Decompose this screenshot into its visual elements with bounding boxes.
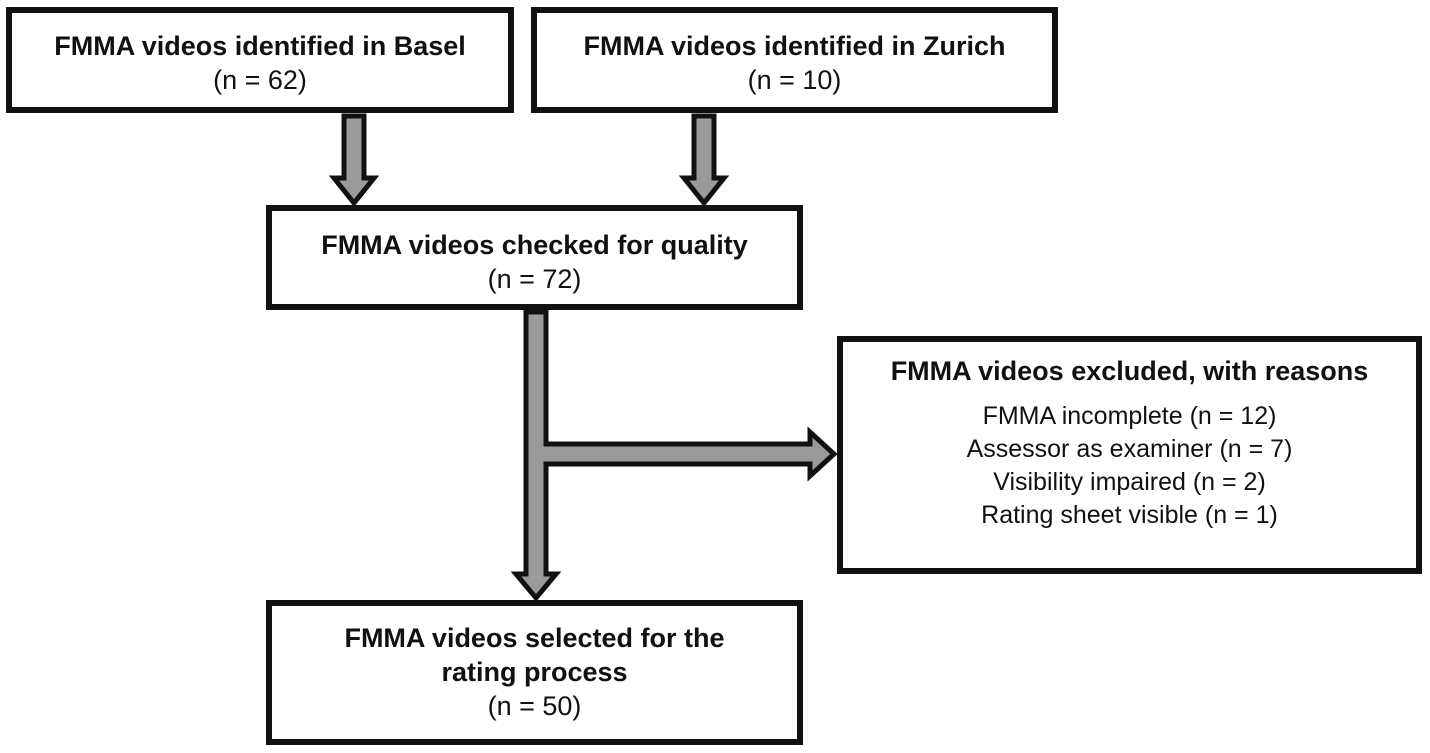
- box-identified-basel: FMMA videos identified in Basel (n = 62): [6, 7, 514, 113]
- box-count: (n = 50): [487, 691, 582, 721]
- arrow-basel-to-quality: [328, 113, 380, 208]
- box-identified-zurich: FMMA videos identified in Zurich (n = 10…: [531, 7, 1058, 113]
- exclusion-reason: Rating sheet visible (n = 1): [981, 501, 1278, 529]
- box-title: FMMA videos excluded, with reasons: [890, 356, 1369, 386]
- box-count: (n = 72): [487, 264, 582, 294]
- box-checked-for-quality: FMMA videos checked for quality (n = 72): [266, 205, 803, 310]
- box-title: FMMA videos checked for quality: [321, 230, 748, 260]
- arrow-zurich-to-quality: [678, 113, 730, 208]
- box-excluded-with-reasons: FMMA videos excluded, with reasons FMMA …: [837, 336, 1422, 574]
- arrow-quality-to-selected-and-excluded: [510, 309, 838, 602]
- exclusion-reason: FMMA incomplete (n = 12): [982, 402, 1277, 430]
- box-selected-for-rating: FMMA videos selected for the rating proc…: [266, 600, 803, 745]
- box-title-line2: rating process: [441, 657, 628, 687]
- box-count: (n = 62): [213, 65, 307, 95]
- exclusion-reason: Assessor as examiner (n = 7): [966, 435, 1293, 463]
- box-title-line1: FMMA videos selected for the: [344, 623, 725, 653]
- box-title: FMMA videos identified in Zurich: [583, 31, 1006, 61]
- exclusion-reason: Visibility impaired (n = 2): [993, 468, 1266, 496]
- box-title: FMMA videos identified in Basel: [54, 31, 466, 61]
- box-count: (n = 10): [747, 65, 842, 95]
